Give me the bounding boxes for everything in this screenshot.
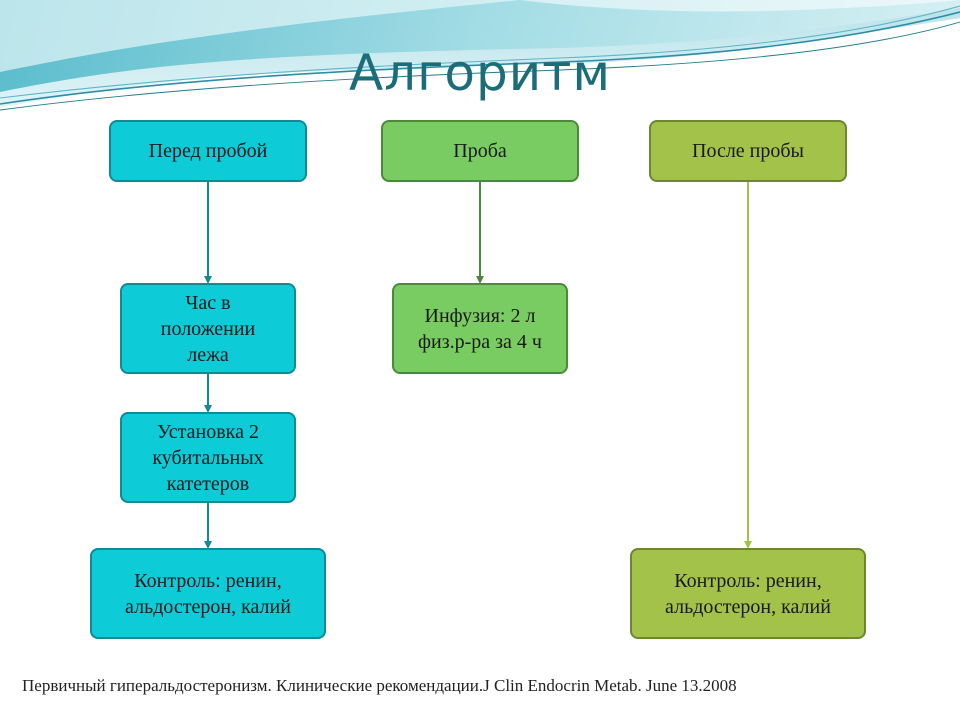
step-catheters: Установка 2 кубитальных катетеров: [120, 412, 296, 503]
step-control-after-label: Контроль: ренин, альдостерон, калий: [665, 569, 831, 618]
header-before-test: Перед пробой: [109, 120, 307, 182]
page-title: Алгоритм: [348, 44, 612, 102]
header-after-test: После пробы: [649, 120, 847, 182]
step-control-after: Контроль: ренин, альдостерон, калий: [630, 548, 866, 639]
header-test-label: Проба: [453, 140, 507, 162]
step-catheters-label: Установка 2 кубитальных катетеров: [152, 420, 264, 495]
header-test: Проба: [381, 120, 579, 182]
step-lying-position: Час в положении лежа: [120, 283, 296, 374]
step-lying-position-label: Час в положении лежа: [160, 291, 256, 366]
header-wave-decoration: [0, 0, 960, 111]
header-after-test-label: После пробы: [692, 140, 804, 162]
step-infusion: Инфузия: 2 л физ.р-ра за 4 ч: [392, 283, 568, 374]
header-before-test-label: Перед пробой: [148, 140, 268, 162]
step-control-before: Контроль: ренин, альдостерон, калий: [90, 548, 326, 639]
reference-footer: Первичный гиперальдостеронизм. Клиническ…: [22, 676, 737, 695]
step-control-before-label: Контроль: ренин, альдостерон, калий: [125, 569, 291, 618]
step-infusion-label: Инфузия: 2 л физ.р-ра за 4 ч: [418, 304, 542, 353]
